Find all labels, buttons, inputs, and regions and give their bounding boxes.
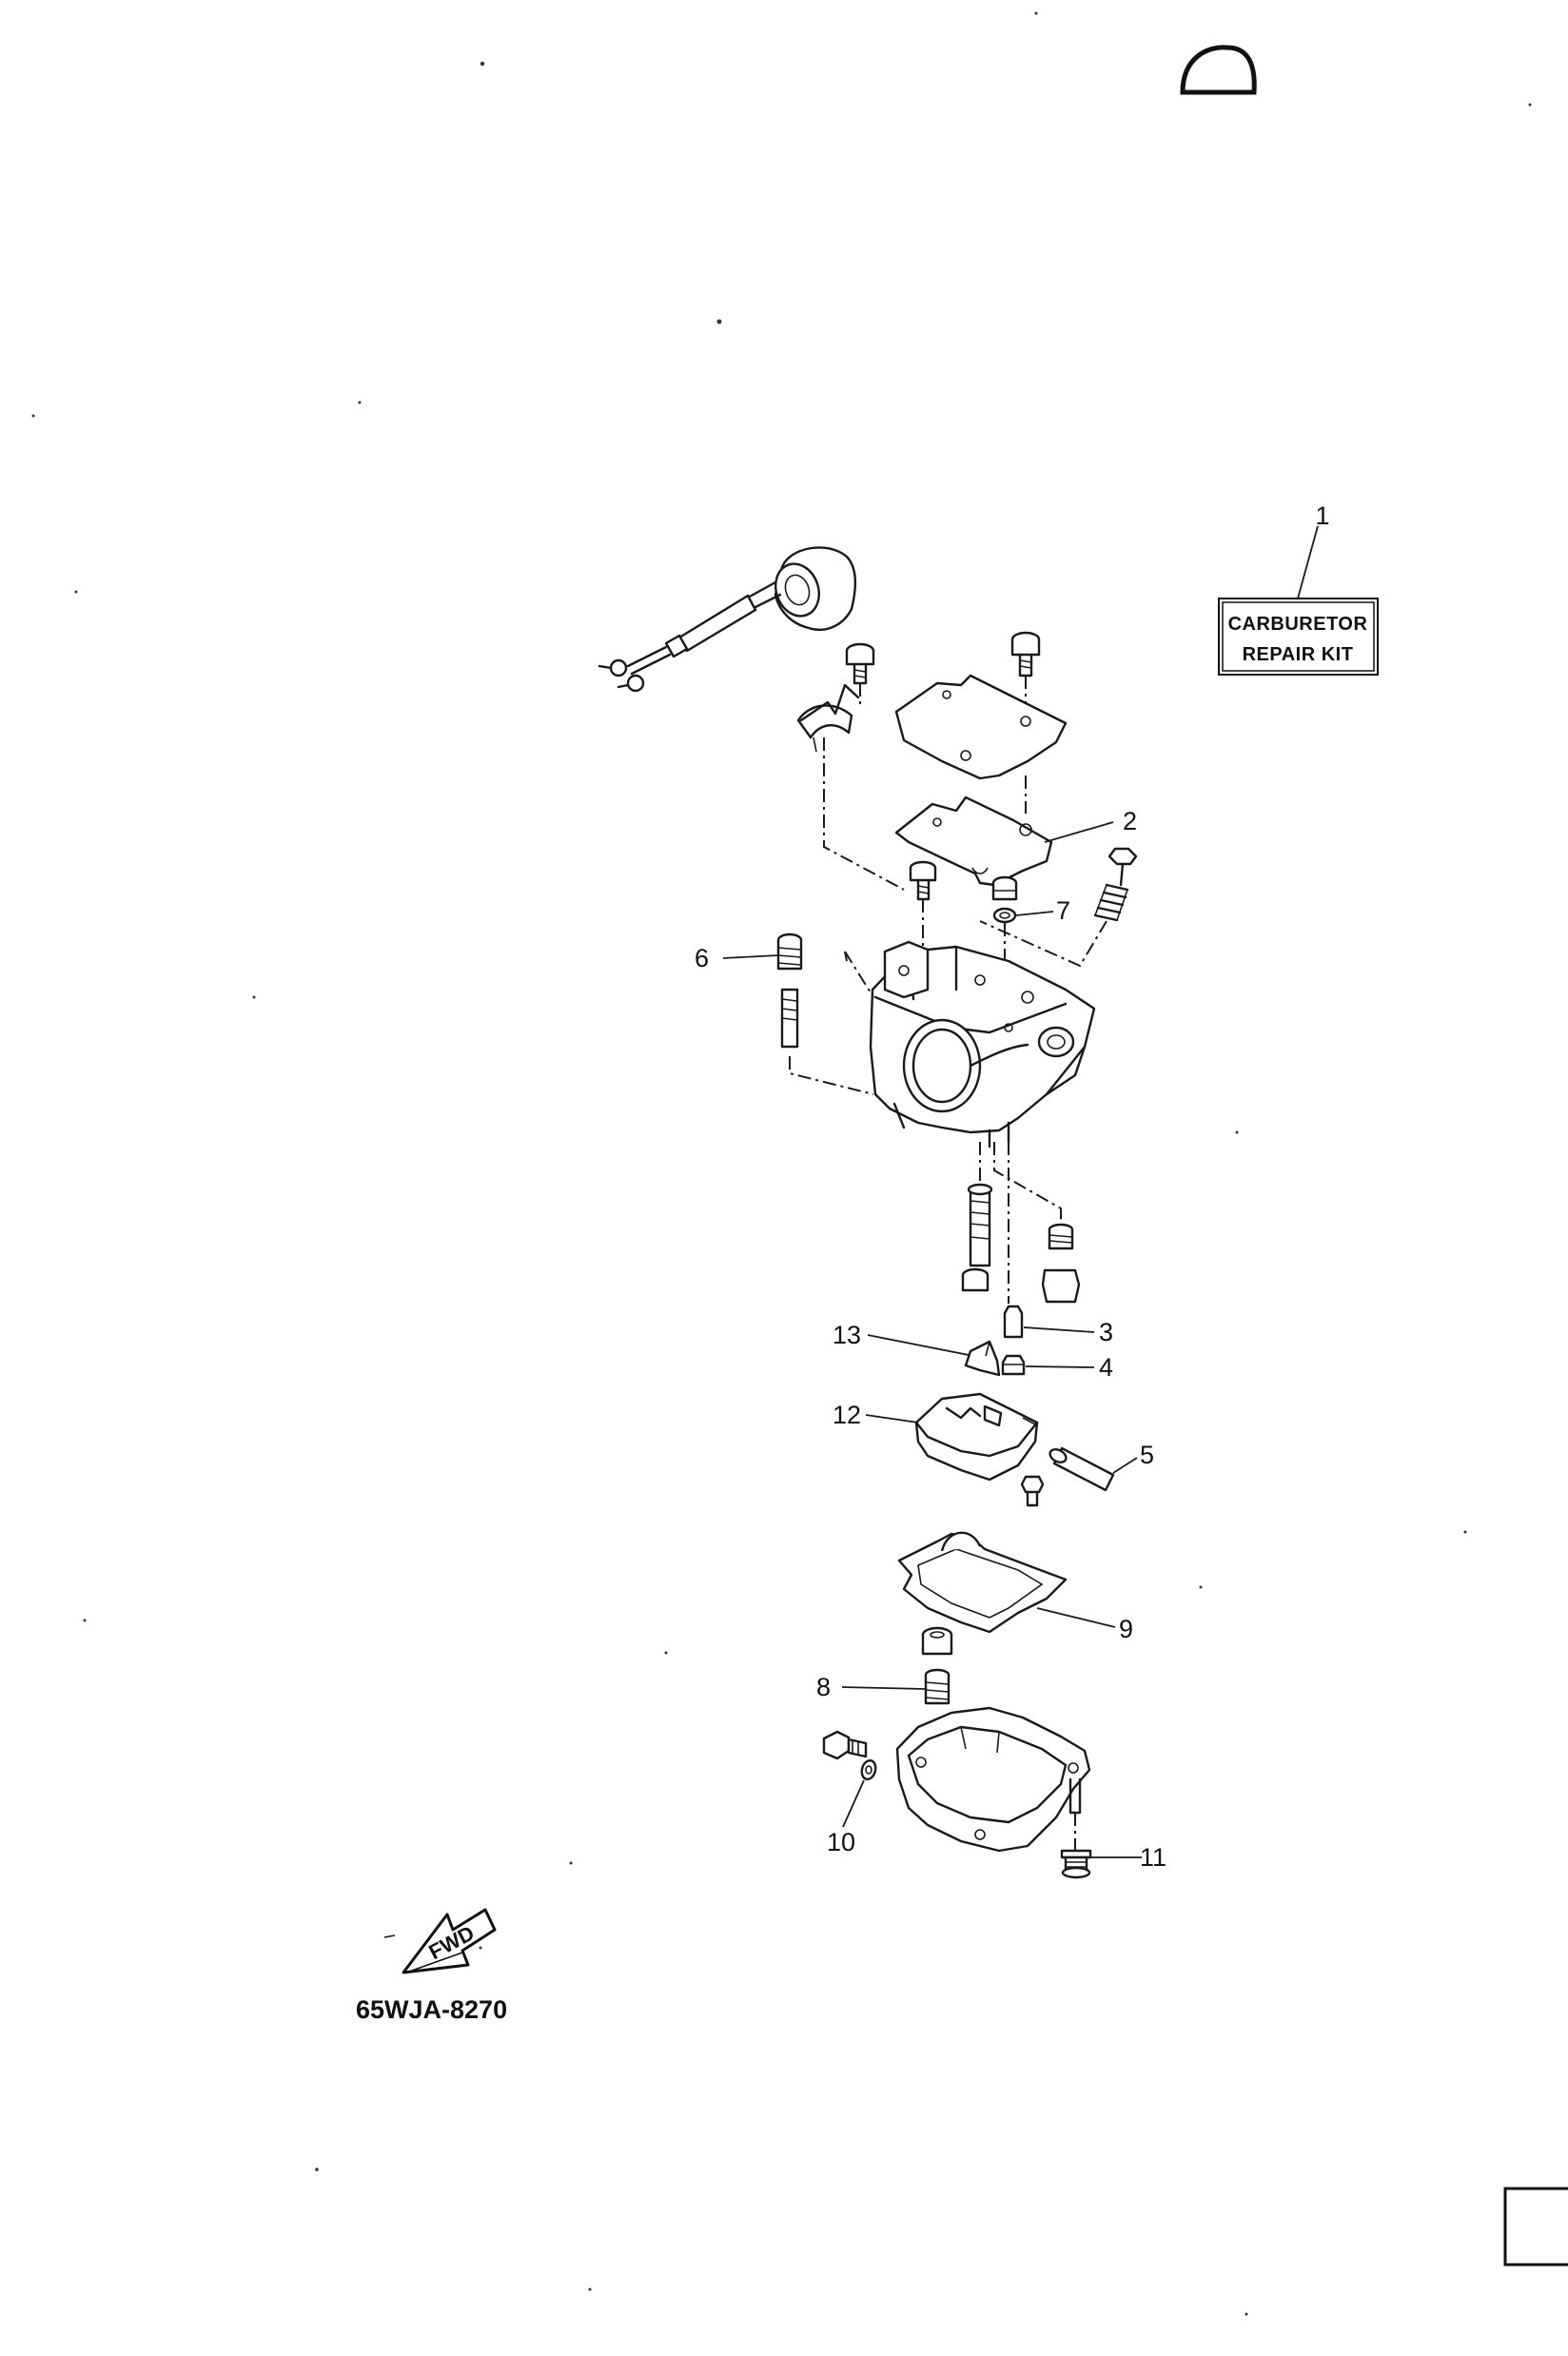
callout-5: 5 bbox=[1140, 1441, 1154, 1469]
float-12 bbox=[914, 1392, 1039, 1482]
float-chamber bbox=[895, 1706, 1091, 1853]
main-jet bbox=[961, 1267, 990, 1292]
callout-7: 7 bbox=[1056, 896, 1070, 925]
kit-label-line1: CARBURETOR bbox=[1228, 614, 1368, 635]
pilot-jet-plug bbox=[1041, 1268, 1081, 1304]
top-screw bbox=[1010, 631, 1041, 677]
body-screw bbox=[909, 860, 937, 901]
main-nozzle bbox=[967, 1183, 993, 1267]
top-cover-plate bbox=[894, 674, 1068, 780]
stud-bolt bbox=[780, 988, 799, 1049]
collar bbox=[921, 1626, 953, 1656]
pilot-screw bbox=[1107, 847, 1138, 887]
pilot-spring bbox=[1093, 883, 1129, 922]
fuel-hose-elbow bbox=[598, 546, 857, 693]
fwd-arrow-icon: FWD bbox=[402, 1908, 497, 1974]
washer-10 bbox=[860, 1758, 877, 1781]
callout-11: 11 bbox=[1140, 1843, 1166, 1872]
adjuster-nut-6 bbox=[776, 933, 803, 971]
callout-6: 6 bbox=[695, 944, 709, 972]
plug-top bbox=[991, 875, 1018, 901]
carburetor-body bbox=[869, 940, 1096, 1149]
needle-valve-3 bbox=[1003, 1305, 1024, 1339]
callout-9: 9 bbox=[1119, 1615, 1133, 1643]
scan-specks bbox=[31, 11, 1532, 2316]
callout-12: 12 bbox=[833, 1401, 861, 1429]
throttle-bracket bbox=[796, 683, 860, 753]
valve-seat-4 bbox=[1001, 1354, 1026, 1376]
diagram-code: 65WJA-8270 bbox=[356, 1995, 507, 2024]
callout-10: 10 bbox=[827, 1828, 855, 1856]
kit-label-line2: REPAIR KIT bbox=[1243, 644, 1354, 665]
gasket-2 bbox=[894, 795, 1053, 887]
bracket-screw bbox=[845, 642, 875, 685]
pilot-jet bbox=[1048, 1223, 1074, 1250]
drain-screw bbox=[822, 1730, 868, 1760]
callout-3: 3 bbox=[1099, 1318, 1113, 1346]
gasket-9 bbox=[897, 1531, 1068, 1634]
repair-kit-label: CARBURETOR REPAIR KIT bbox=[1218, 598, 1379, 676]
callout-4: 4 bbox=[1099, 1353, 1113, 1382]
callout-2: 2 bbox=[1123, 807, 1137, 835]
bottom-screw-11 bbox=[1060, 1849, 1092, 1879]
float-screw bbox=[1020, 1475, 1045, 1507]
plug-8 bbox=[924, 1668, 951, 1705]
page-tab-mark bbox=[1180, 45, 1257, 95]
float-pin-5 bbox=[1049, 1446, 1115, 1492]
o-ring-7 bbox=[992, 907, 1017, 924]
callout-13: 13 bbox=[833, 1321, 861, 1349]
callout-8: 8 bbox=[816, 1673, 831, 1701]
page-edge-box bbox=[1503, 2187, 1568, 2267]
callout-1: 1 bbox=[1315, 501, 1329, 530]
clip-13 bbox=[964, 1340, 1001, 1377]
